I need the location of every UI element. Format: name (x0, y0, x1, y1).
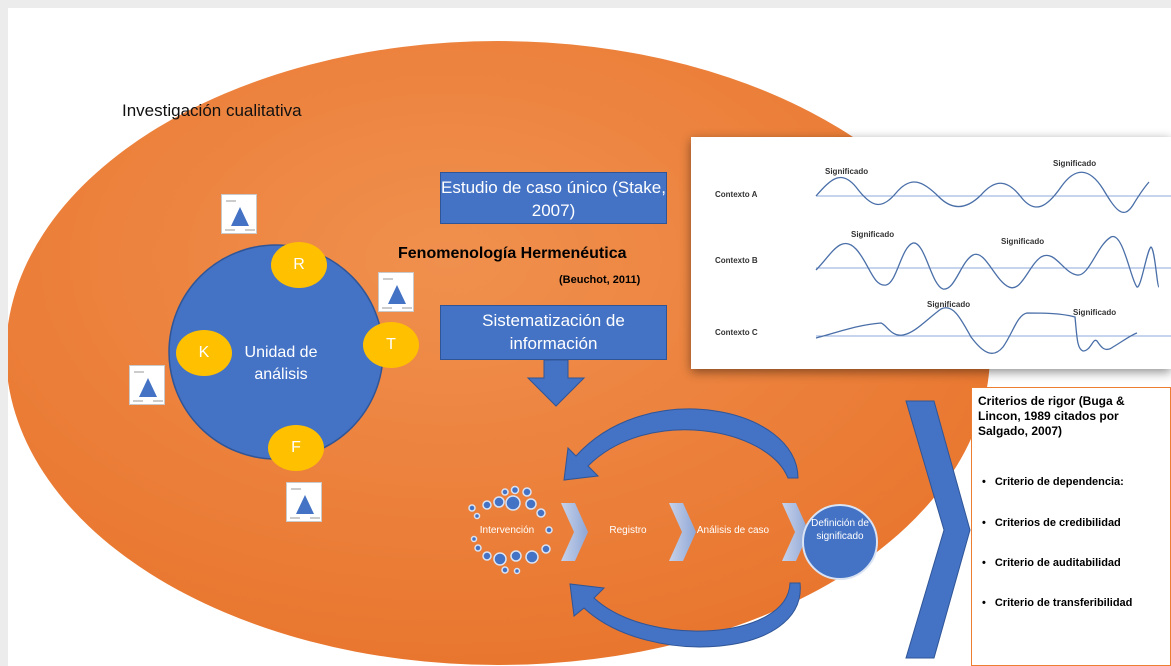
significado-label: Significado (927, 300, 971, 309)
unidad-label: Unidad de análisis (244, 344, 318, 383)
flow-chevron-3 (782, 503, 809, 561)
flow-analisis: Análisis de caso (696, 525, 770, 536)
criteria-item: Criterio de auditabilidad (982, 557, 1121, 569)
criteria-item: Criterio de transferibilidad (982, 597, 1133, 609)
significado-label: Significado (1073, 308, 1117, 317)
triangle-thumbnail-icon (221, 194, 257, 234)
triangle-thumbnail-icon (129, 365, 165, 405)
criteria-item: Criterios de credibilidad (982, 517, 1121, 529)
criteria-item: Criterio de dependencia: (982, 476, 1124, 488)
context-b-label: Contexto B (715, 256, 758, 265)
significado-label: Significado (851, 230, 895, 239)
significado-label: Significado (1053, 159, 1097, 168)
flow-chevron-1 (561, 503, 588, 561)
context-waves (815, 171, 1171, 354)
page-title: Investigación cualitativa (122, 101, 302, 120)
significado-label: Significado (1001, 237, 1045, 246)
context-c-label: Contexto C (715, 328, 758, 337)
flow-registro: Registro (609, 525, 647, 536)
context-a-label: Contexto A (715, 190, 758, 199)
triangle-thumbnail-icon (286, 482, 322, 522)
node-f: F (268, 425, 324, 471)
beuchot-label: (Beuchot, 2011) (559, 274, 641, 286)
loop-arrow-bottom (569, 582, 801, 648)
flow-intervencion: Intervención (479, 525, 535, 536)
big-chevron (905, 400, 971, 659)
flow-definicion: Definición de significado (811, 518, 869, 542)
node-t: T (363, 322, 419, 368)
intervencion-dots (468, 485, 553, 575)
significado-label: Significado (825, 167, 869, 176)
node-k: K (176, 330, 232, 376)
criteria-title: Criterios de rigor (Buga & Lincon, 1989 … (978, 394, 1125, 438)
loop-arrow-top (563, 408, 799, 481)
node-r: R (271, 242, 327, 288)
criteria-box: Criterios de rigor (Buga & Lincon, 1989 … (971, 387, 1171, 666)
fenomenologia-label: Fenomenología Hermenéutica (398, 245, 627, 262)
context-waves-panel: Contexto A Contexto B Contexto C Signifi… (691, 137, 1171, 369)
sistematizacion-box: Sistematización de información (440, 305, 667, 360)
definicion-circle (802, 504, 878, 580)
down-arrow (526, 359, 586, 407)
flow-chevron-2 (669, 503, 696, 561)
slide: Investigación cualitativa Estudio de cas… (8, 8, 1171, 666)
triangle-thumbnail-icon (378, 272, 414, 312)
estudio-box: Estudio de caso único (Stake, 2007) (440, 172, 667, 224)
